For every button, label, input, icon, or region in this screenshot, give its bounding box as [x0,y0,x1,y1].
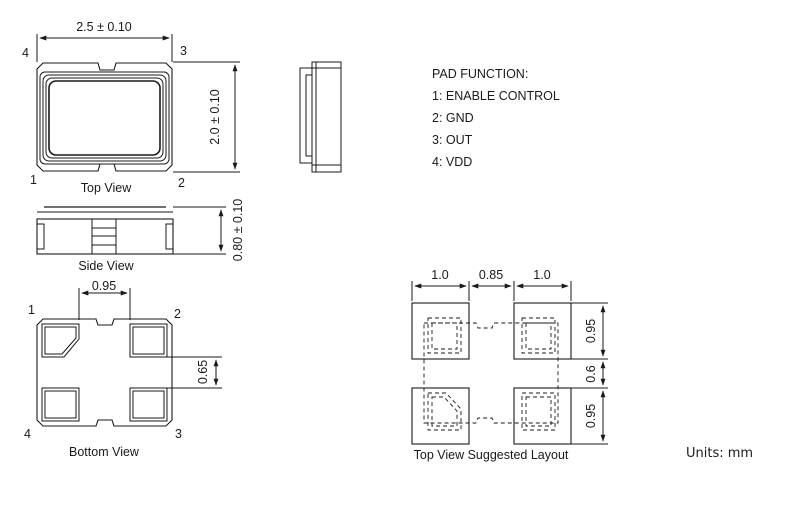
bottom-spacing-dim-label: 0.95 [92,279,116,293]
top-pin-4-label: 4 [22,46,29,60]
top-pin-1-label: 1 [30,173,37,187]
units-label: Units: mm [686,446,753,461]
top-view [36,34,240,173]
pad-function-item: 2: GND [432,111,474,125]
pad-function-item: 4: VDD [432,155,472,169]
pad-function-title: PAD FUNCTION: [432,67,528,81]
bottom-pin-2-label: 2 [174,307,181,321]
profile-view [299,61,342,173]
side-view [36,206,226,255]
side-view-caption: Side View [78,259,134,273]
pad-function-item: 1: ENABLE CONTROL [432,89,560,103]
layout-land-tl [411,302,470,360]
bottom-pin-1-label: 1 [28,303,35,317]
bottom-view-outline [36,318,173,427]
bottom-pin-4-label: 4 [24,427,31,441]
layout-dim-middle: 0.85 [479,268,503,282]
top-width-dim-label: 2.5 ± 0.10 [76,20,132,34]
top-height-dim-label: 2.0 ± 0.10 [208,89,222,145]
pad-function-item: 3: OUT [432,133,473,147]
pad-function-list: PAD FUNCTION: 1: ENABLE CONTROL 2: GND 3… [432,67,560,169]
top-view-lid-outer [39,71,170,165]
layout-dim-top: 0.95 [584,319,598,343]
bottom-pin-3-label: 3 [175,427,182,441]
top-view-caption: Top View [81,181,132,195]
layout-land-tr [513,302,572,360]
top-pin-3-label: 3 [180,44,187,58]
bottom-pad-4 [41,387,80,422]
top-view-lid-ring-inner [45,77,164,159]
side-height-dim-label: 0.80 ± 0.10 [231,199,245,262]
top-view-lid-ring [42,74,167,162]
top-view-lid [48,80,161,156]
bottom-pad-2 [129,323,168,358]
bottom-pad-height-dim-label: 0.65 [196,360,210,384]
suggested-layout [411,281,608,445]
layout-package-outline [423,322,559,424]
bottom-pad-1 [41,323,80,358]
bottom-pad-3 [129,387,168,422]
layout-land-bl [411,387,470,445]
layout-land-br [513,387,572,445]
layout-dim-right: 1.0 [533,268,550,282]
layout-dim-bottom: 0.95 [584,404,598,428]
layout-dim-gap: 0.6 [584,365,598,382]
top-pin-2-label: 2 [178,176,185,190]
layout-caption: Top View Suggested Layout [414,448,569,462]
bottom-view-caption: Bottom View [69,445,140,459]
layout-dim-left: 1.0 [431,268,448,282]
bottom-view [36,288,222,427]
top-view-outline [36,62,173,172]
